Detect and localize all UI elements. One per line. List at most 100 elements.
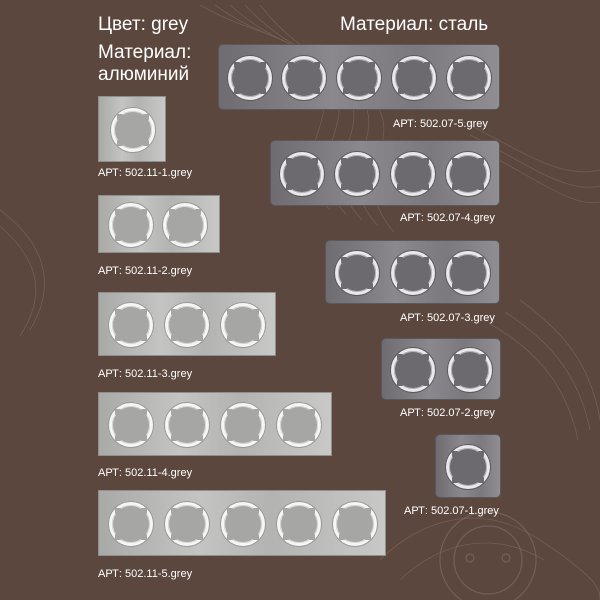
socket-notch [197, 409, 203, 415]
aluminum-frame-2-socket [98, 195, 220, 253]
article-label: АРТ: 502.07-1.grey [404, 505, 499, 517]
socket-notch [171, 335, 177, 341]
socket-notch [171, 409, 177, 415]
socket-notch [309, 409, 315, 415]
socket-notch [283, 435, 289, 441]
socket-notch [423, 283, 429, 289]
socket-opening [391, 348, 435, 392]
socket-notch [398, 88, 404, 94]
socket-opening [163, 203, 207, 247]
socket-notch [478, 158, 484, 164]
socket-notch [253, 335, 259, 341]
socket-notch [253, 534, 259, 540]
socket-notch [453, 62, 459, 68]
socket-notch [369, 88, 375, 94]
socket-notch [452, 477, 458, 483]
socket-notch [141, 309, 147, 315]
socket-notch [453, 88, 459, 94]
socket-notch [478, 257, 484, 263]
socket-opening [448, 348, 492, 392]
socket-notch [367, 158, 373, 164]
socket-notch [314, 62, 320, 68]
socket-opening [109, 203, 153, 247]
socket-notch [478, 283, 484, 289]
socket-opening [391, 251, 435, 295]
socket-notch [115, 309, 121, 315]
socket-notch [195, 209, 201, 215]
socket-notch [369, 62, 375, 68]
article-label: АРТ: 502.11-1.grey [98, 167, 193, 179]
socket-notch [365, 534, 371, 540]
aluminum-frame-1-socket [98, 96, 166, 162]
socket-notch [479, 88, 485, 94]
socket-notch [115, 435, 121, 441]
socket-notch [171, 309, 177, 315]
socket-opening [335, 152, 379, 196]
socket-opening [447, 56, 491, 100]
steel-frame-5-socket [218, 44, 500, 110]
socket-notch [115, 209, 121, 215]
socket-opening [221, 403, 265, 447]
socket-opening [280, 152, 324, 196]
socket-notch [452, 283, 458, 289]
socket-notch [397, 257, 403, 263]
article-label: АРТ: 502.07-3.grey [400, 312, 495, 324]
socket-notch [141, 209, 147, 215]
socket-notch [478, 451, 484, 457]
article-label: АРТ: 502.07-5.grey [393, 118, 488, 130]
socket-notch [341, 257, 347, 263]
socket-notch [227, 335, 233, 341]
socket-notch [234, 62, 240, 68]
socket-notch [452, 158, 458, 164]
socket-notch [365, 508, 371, 514]
socket-notch [141, 508, 147, 514]
socket-opening [282, 56, 326, 100]
socket-notch [314, 88, 320, 94]
article-label: АРТ: 502.11-5.grey [98, 568, 193, 580]
socket-notch [424, 62, 430, 68]
socket-notch [480, 354, 486, 360]
socket-opening [221, 303, 265, 347]
socket-notch [454, 354, 460, 360]
socket-notch [253, 409, 259, 415]
socket-notch [288, 62, 294, 68]
socket-notch [197, 435, 203, 441]
socket-notch [283, 409, 289, 415]
socket-opening [165, 403, 209, 447]
socket-opening [165, 502, 209, 546]
socket-notch [343, 62, 349, 68]
socket-opening [277, 403, 321, 447]
socket-notch [423, 354, 429, 360]
socket-notch [309, 508, 315, 514]
socket-notch [423, 380, 429, 386]
socket-notch [115, 335, 121, 341]
article-label: АРТ: 502.07-4.grey [400, 212, 495, 224]
socket-notch [117, 114, 123, 120]
socket-notch [227, 309, 233, 315]
socket-notch [367, 184, 373, 190]
socket-notch [480, 380, 486, 386]
color-title: Цвет: grey [98, 14, 189, 35]
socket-notch [479, 62, 485, 68]
socket-notch [397, 354, 403, 360]
aluminum-frame-3-socket [98, 292, 276, 356]
socket-notch [397, 283, 403, 289]
material-steel-title: Материал: сталь [340, 14, 489, 35]
socket-notch [227, 534, 233, 540]
socket-notch [169, 235, 175, 241]
socket-notch [454, 380, 460, 386]
socket-opening [335, 251, 379, 295]
socket-opening [109, 403, 153, 447]
socket-notch [288, 88, 294, 94]
socket-notch [260, 62, 266, 68]
socket-opening [392, 56, 436, 100]
socket-notch [309, 435, 315, 441]
socket-notch [423, 257, 429, 263]
socket-notch [478, 184, 484, 190]
socket-notch [227, 409, 233, 415]
socket-opening [109, 303, 153, 347]
socket-notch [397, 184, 403, 190]
socket-notch [423, 184, 429, 190]
socket-notch [141, 534, 147, 540]
socket-notch [286, 158, 292, 164]
